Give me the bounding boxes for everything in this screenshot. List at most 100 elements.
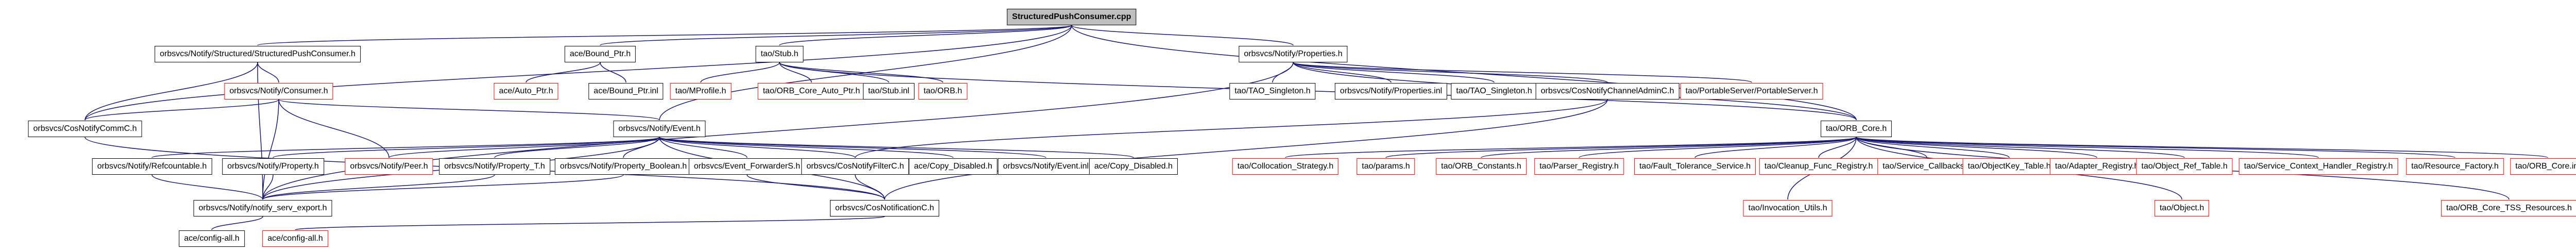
graph-node[interactable]: tao/Stub.inl xyxy=(862,83,915,99)
include-edge xyxy=(278,99,660,121)
graph-node[interactable]: orbsvcs/CosNotificationC.h xyxy=(829,200,940,216)
include-edge xyxy=(779,62,812,83)
include-edge xyxy=(211,216,263,230)
graph-node[interactable]: tao/ORB_Core_TSS_Resources.h xyxy=(2441,200,2576,216)
include-edge xyxy=(747,174,885,200)
graph-node[interactable]: orbsvcs/Notify/Event.h xyxy=(613,121,706,137)
graph-root-node: StructuredPushConsumer.cpp xyxy=(1007,9,1137,25)
include-edge xyxy=(257,25,1072,46)
graph-node[interactable]: ace/Copy_Disabled.h xyxy=(1089,158,1178,175)
include-edge xyxy=(659,137,748,158)
include-edge xyxy=(1579,137,1857,158)
graph-node[interactable]: tao/Parser_Registry.h xyxy=(1534,158,1624,175)
graph-node[interactable]: tao/Object.h xyxy=(2154,200,2210,216)
include-edge xyxy=(779,62,1857,121)
graph-node[interactable]: orbsvcs/CosNotifyFilterC.h xyxy=(801,158,909,175)
include-edge xyxy=(84,25,1072,121)
include-edge xyxy=(600,25,1072,46)
include-edge xyxy=(1856,137,2010,158)
graph-node[interactable]: orbsvcs/Notify/Property_T.h xyxy=(439,158,550,175)
graph-node[interactable]: orbsvcs/Notify/Refcountable.h xyxy=(92,158,212,175)
include-edge xyxy=(659,137,954,158)
include-edge xyxy=(1818,137,1857,158)
include-edge xyxy=(779,62,943,83)
graph-node[interactable]: tao/ORB_Core.h xyxy=(1820,121,1892,137)
include-edge xyxy=(273,137,660,158)
graph-node[interactable]: tao/Adapter_Registry.h xyxy=(2049,158,2144,175)
include-edge xyxy=(257,62,279,83)
include-edge xyxy=(262,99,279,200)
graph-node[interactable]: tao/ORB_Core.inl xyxy=(2510,158,2576,175)
graph-node[interactable]: ace/config-all.h xyxy=(262,230,328,247)
include-edge xyxy=(1481,137,1857,158)
graph-node[interactable]: orbsvcs/Notify/Structured/StructuredPush… xyxy=(155,46,361,62)
graph-node[interactable]: orbsvcs/Notify/Property.h xyxy=(222,158,324,175)
graph-node[interactable]: orbsvcs/Notify/Event.inl xyxy=(997,158,1094,175)
graph-node[interactable]: tao/ObjectKey_Table.h xyxy=(1962,158,2056,175)
graph-node[interactable]: orbsvcs/Notify/notify_serv_export.h xyxy=(193,200,332,216)
graph-node[interactable]: ace/config-all.h xyxy=(179,230,245,247)
include-edge xyxy=(262,174,624,200)
include-edge xyxy=(884,99,1608,200)
include-edge xyxy=(700,62,780,83)
include-edge xyxy=(84,99,279,121)
include-edge xyxy=(262,174,274,200)
include-edge xyxy=(494,137,660,158)
graph-node[interactable]: tao/TAO_Singleton.h xyxy=(1229,83,1316,99)
include-edge xyxy=(1385,137,1857,158)
include-edge xyxy=(1856,137,2097,158)
graph-node[interactable]: tao/Stub.h xyxy=(755,46,804,62)
graph-node[interactable]: orbsvcs/CosNotifyCommC.h xyxy=(28,121,142,137)
graph-node[interactable]: tao/Service_Context_Handler_Registry.h xyxy=(2239,158,2398,175)
graph-node[interactable]: tao/Fault_Tolerance_Service.h xyxy=(1634,158,1756,175)
graph-node[interactable]: tao/Collocation_Strategy.h xyxy=(1232,158,1339,175)
include-edge xyxy=(151,174,263,200)
include-edge xyxy=(659,137,856,158)
include-edge xyxy=(526,62,601,83)
include-edge xyxy=(1293,62,1495,83)
include-edge xyxy=(1694,137,1857,158)
include-edge xyxy=(659,137,1046,158)
graph-node[interactable]: ace/Bound_Ptr.h xyxy=(564,46,636,62)
graph-node[interactable]: tao/ORB_Constants.h xyxy=(1436,158,1527,175)
graph-node[interactable]: orbsvcs/CosNotifyChannelAdminC.h xyxy=(1535,83,1680,99)
include-edge xyxy=(1293,62,1752,83)
graph-node[interactable]: tao/ORB.h xyxy=(918,83,968,99)
include-edge xyxy=(388,137,660,158)
graph-node[interactable]: orbsvcs/Event_ForwarderS.h xyxy=(688,158,806,175)
graph-node[interactable]: ace/Bound_Ptr.inl xyxy=(588,83,664,99)
include-edge xyxy=(1856,137,2548,158)
include-edge xyxy=(1856,137,2455,158)
graph-node[interactable]: ace/Auto_Ptr.h xyxy=(494,83,558,99)
graph-node[interactable]: orbsvcs/Notify/Peer.h xyxy=(345,158,433,175)
include-edge xyxy=(855,174,885,200)
include-edge xyxy=(84,62,258,121)
graph-node[interactable]: tao/TAO_Singleton.h xyxy=(1451,83,1537,99)
graph-node[interactable]: tao/Invocation_Utils.h xyxy=(1743,200,1833,216)
include-edge xyxy=(1856,137,2319,158)
graph-node[interactable]: orbsvcs/Notify/Property_Boolean.h xyxy=(554,158,692,175)
include-edge xyxy=(278,99,389,158)
graph-node[interactable]: tao/ORB_Core_Auto_Ptr.h xyxy=(757,83,866,99)
graph-node[interactable]: orbsvcs/Notify/Properties.inl xyxy=(1334,83,1448,99)
include-edge xyxy=(1293,62,1608,83)
graph-node[interactable]: tao/MProfile.h xyxy=(670,83,732,99)
graph-node[interactable]: orbsvcs/Notify/Consumer.h xyxy=(224,83,333,99)
include-edge xyxy=(151,137,660,158)
include-edge xyxy=(1071,25,1294,46)
include-edge xyxy=(262,174,495,200)
graph-node[interactable]: tao/Cleanup_Func_Registry.h xyxy=(1759,158,1878,175)
graph-node[interactable]: tao/Object_Ref_Table.h xyxy=(2136,158,2233,175)
graph-node[interactable]: tao/PortableServer/PortableServer.h xyxy=(1680,83,1823,99)
include-edge xyxy=(1856,137,2185,158)
graph-node[interactable]: ace/Copy_Disabled.h xyxy=(908,158,998,175)
graph-node[interactable]: tao/params.h xyxy=(1357,158,1415,175)
graph-node[interactable]: orbsvcs/Notify/Properties.h xyxy=(1239,46,1348,62)
graph-node[interactable]: tao/Service_Callbacks.h xyxy=(1877,158,1976,175)
include-edge xyxy=(779,25,1072,46)
graph-node[interactable]: tao/Resource_Factory.h xyxy=(2406,158,2504,175)
include-edge xyxy=(600,62,626,83)
include-edge xyxy=(295,216,885,230)
include-edge xyxy=(262,62,1294,200)
